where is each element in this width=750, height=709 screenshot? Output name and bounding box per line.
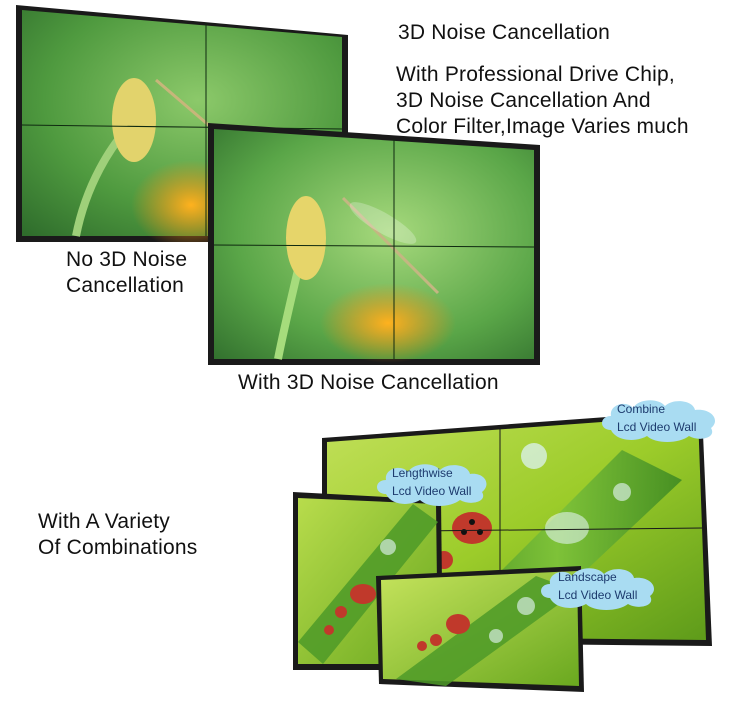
- cloud-combine: Combine Lcd Video Wall: [597, 396, 725, 442]
- cloud-landscape-line-2: Lcd Video Wall: [558, 588, 638, 602]
- cloud-lengthwise: Lengthwise Lcd Video Wall: [372, 460, 494, 506]
- panel-with-noise-cancellation: [208, 123, 540, 365]
- cloud-landscape: Landscape Lcd Video Wall: [536, 564, 664, 610]
- noise-description-line-2: 3D Noise Cancellation And: [396, 89, 651, 112]
- combinations-label-line-1: With A Variety: [38, 510, 170, 533]
- noise-heading: 3D Noise Cancellation: [398, 21, 610, 44]
- without-noise-label-line-2: Cancellation: [66, 274, 184, 297]
- panel-landscape-video-wall: [376, 566, 584, 692]
- without-noise-label-line-1: No 3D Noise: [66, 248, 188, 271]
- noise-description-line-3: Color Filter,Image Varies much: [396, 115, 689, 138]
- with-noise-label: With 3D Noise Cancellation: [238, 371, 499, 394]
- cloud-lengthwise-line-2: Lcd Video Wall: [392, 484, 472, 498]
- cloud-lengthwise-line-1: Lengthwise: [392, 466, 453, 480]
- cloud-combine-line-1: Combine: [617, 402, 666, 416]
- cloud-landscape-line-1: Landscape: [558, 570, 617, 584]
- noise-description-line-1: With Professional Drive Chip,: [396, 63, 675, 86]
- cloud-combine-line-2: Lcd Video Wall: [617, 420, 697, 434]
- combinations-label-line-2: Of Combinations: [38, 536, 198, 559]
